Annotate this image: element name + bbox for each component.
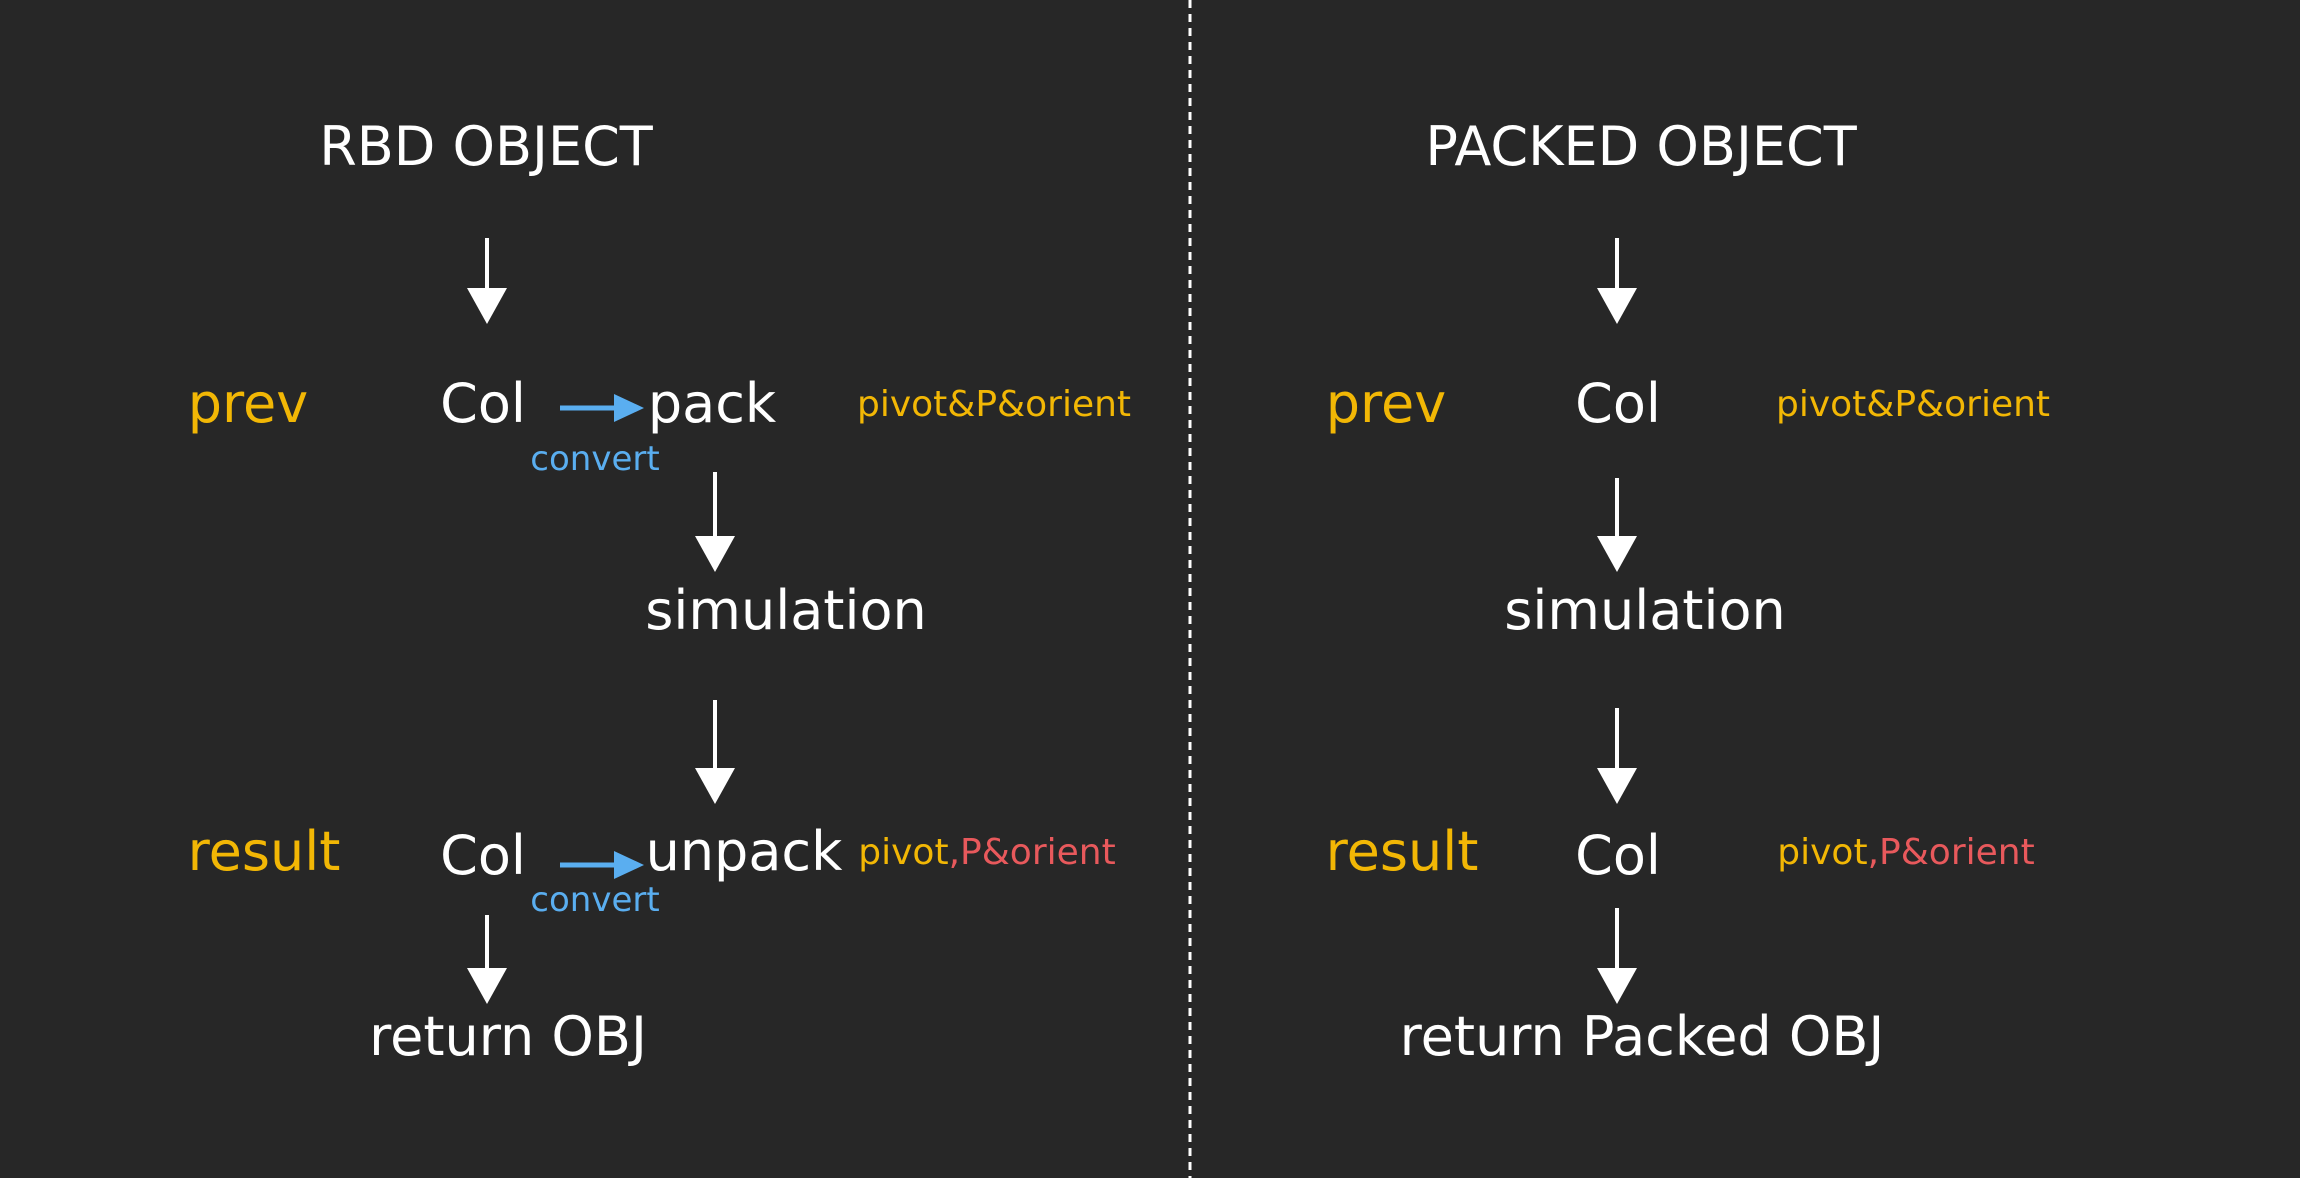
left-convert-label-top: convert — [530, 439, 660, 479]
left-result-label: result — [187, 820, 341, 883]
right-prev-col-node: Col — [1575, 372, 1661, 435]
left-prev-attributes: pivot&P&orient — [856, 384, 1132, 425]
left-result-col-node: Col — [440, 824, 526, 887]
left-result-attributes: pivot,P&orient — [858, 835, 1115, 871]
right-arrow-col-to-return — [1597, 908, 1637, 1004]
left-convert-label-bottom: convert — [530, 880, 660, 920]
left-arrow-pack-to-simulation — [695, 472, 735, 572]
left-panel-title: RBD OBJECT — [319, 115, 653, 178]
right-result-col-node: Col — [1575, 824, 1661, 887]
left-prev-col-node: Col — [440, 372, 526, 435]
right-arrow-title-to-col — [1597, 238, 1637, 324]
right-result-attributes: pivot,P&orient — [1777, 835, 2034, 871]
right-return-node: return Packed OBJ — [1399, 1005, 1885, 1068]
left-convert-arrow-top — [560, 394, 644, 422]
right-prev-attributes: pivot&P&orient — [1775, 384, 2051, 425]
left-arrow-col-to-return — [467, 915, 507, 1004]
left-convert-arrow-bottom — [560, 851, 644, 879]
right-arrow-col-to-simulation — [1597, 478, 1637, 572]
left-result-attr-pivot: pivot — [858, 832, 949, 873]
left-unpack-node: unpack — [645, 820, 843, 883]
right-arrow-simulation-to-col — [1597, 708, 1637, 804]
left-arrow-title-to-col — [467, 238, 507, 324]
right-result-attr-pivot: pivot — [1777, 832, 1868, 873]
left-pack-node: pack — [647, 372, 777, 435]
right-result-attr-p-orient: ,P&orient — [1867, 832, 2035, 873]
right-prev-label: prev — [1325, 372, 1447, 435]
left-return-node: return OBJ — [369, 1005, 647, 1068]
right-result-label: result — [1325, 820, 1479, 883]
left-result-attr-p-orient: ,P&orient — [948, 832, 1116, 873]
left-prev-label: prev — [187, 372, 309, 435]
left-simulation-node: simulation — [645, 579, 927, 642]
left-arrow-simulation-to-unpack — [695, 700, 735, 804]
right-simulation-node: simulation — [1504, 579, 1786, 642]
right-panel-title: PACKED OBJECT — [1425, 115, 1857, 178]
